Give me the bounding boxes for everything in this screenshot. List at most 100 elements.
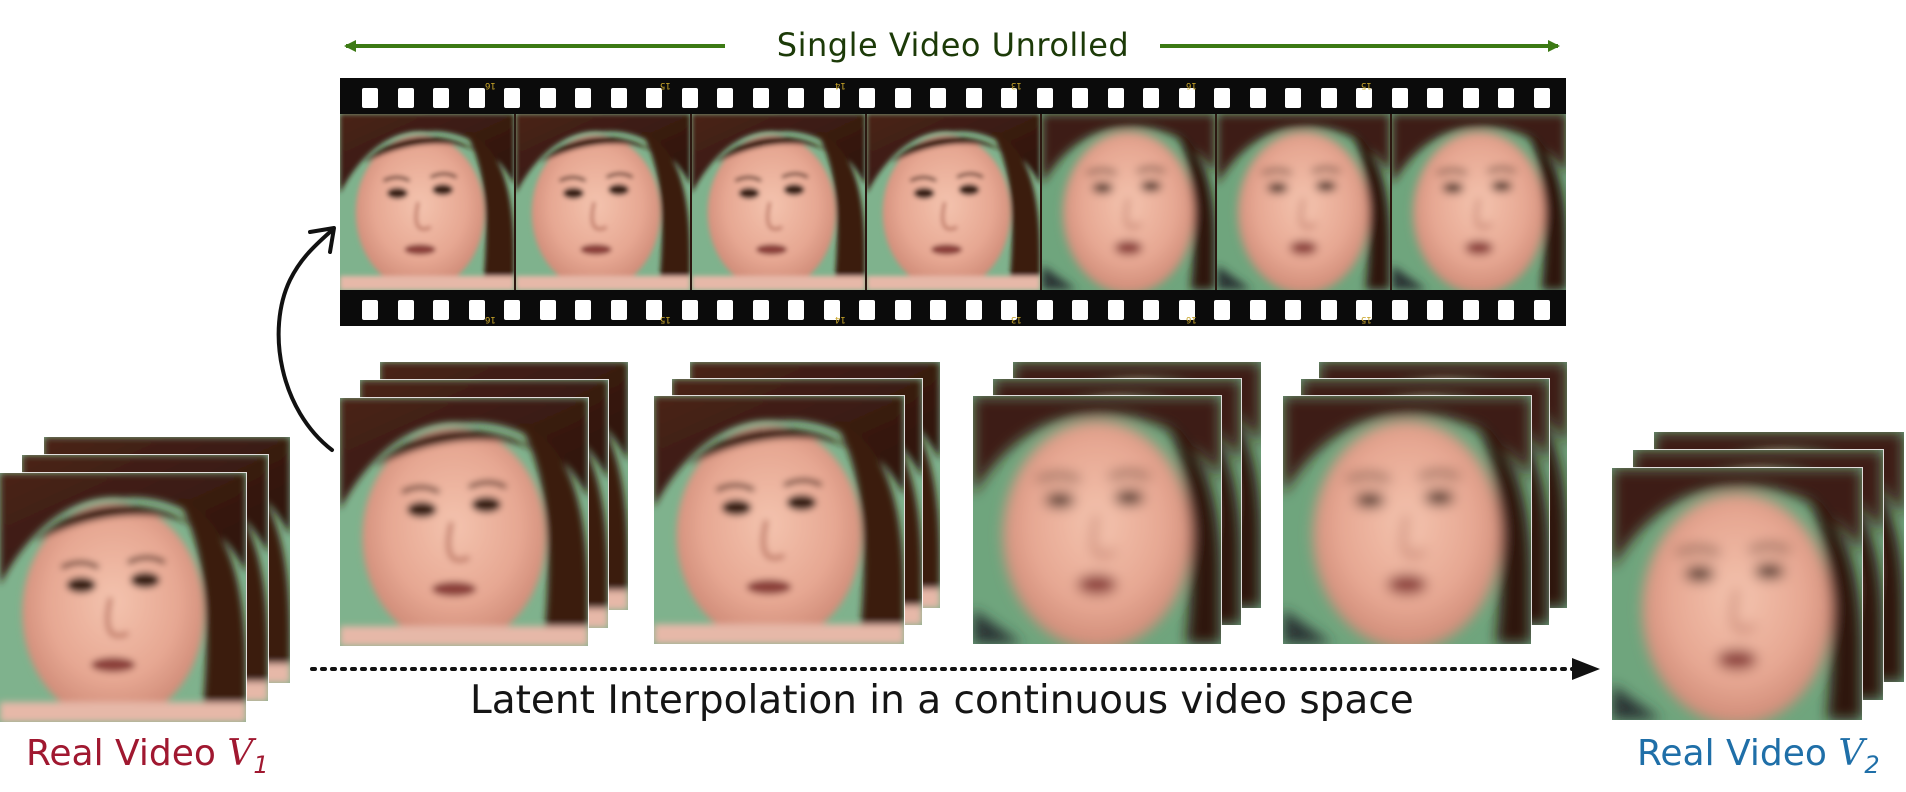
film-perforation (1143, 300, 1159, 320)
curved-arrow-icon (276, 226, 336, 452)
film-perforation (1534, 300, 1550, 320)
film-perforation (930, 300, 946, 320)
film-frame-number: 16 (1186, 80, 1197, 90)
film-perforation (1427, 300, 1443, 320)
film-perforation (1214, 88, 1230, 108)
film-perforation (362, 300, 378, 320)
target-label-text: Real Video (1637, 733, 1827, 774)
film-perforation (788, 88, 804, 108)
film-perforation (1001, 88, 1017, 108)
video-frame (654, 396, 904, 644)
interpolation-caption: Latent Interpolation in a continuous vid… (470, 678, 1414, 723)
film-perforation (788, 300, 804, 320)
film-perforation (1392, 300, 1408, 320)
interpolated-video-stack-2 (654, 362, 942, 644)
film-perforation (1108, 88, 1124, 108)
film-perforation (1534, 88, 1550, 108)
film-perforation (1179, 300, 1195, 320)
video-frame (973, 396, 1221, 644)
film-perforation (1498, 88, 1514, 108)
film-perforation (1321, 300, 1337, 320)
film-frame-number: 15 (1361, 314, 1372, 324)
film-perforation (966, 88, 982, 108)
film-frame (1042, 114, 1217, 290)
source-video-stack (0, 437, 290, 722)
film-perforation (753, 88, 769, 108)
film-frame (516, 114, 692, 290)
film-frame (867, 114, 1042, 290)
film-perforation (1285, 88, 1301, 108)
interpolated-video-stack-4 (1283, 362, 1567, 644)
film-perforation (433, 300, 449, 320)
film-perforation (1463, 300, 1479, 320)
film-perforation (1108, 300, 1124, 320)
film-perforation (859, 300, 875, 320)
film-perforation (824, 300, 840, 320)
film-perforation (1001, 300, 1017, 320)
double-headed-arrow-icon (344, 40, 1560, 52)
film-frame-number: 14 (835, 314, 846, 324)
video-frame (0, 473, 246, 722)
film-perforation (1356, 300, 1372, 320)
film-perforation (1072, 300, 1088, 320)
film-perforation (717, 88, 733, 108)
film-perforation (504, 88, 520, 108)
film-frame-number: 14 (835, 80, 846, 90)
film-frame-number: 15 (660, 314, 671, 324)
target-label-subscript: 2 (1864, 751, 1880, 780)
film-frame-number: 15 (1361, 80, 1372, 90)
target-video-label: Real Video V2 (1637, 733, 1880, 779)
video-frame (340, 398, 588, 646)
film-perforation (1285, 300, 1301, 320)
target-video-stack (1612, 432, 1906, 720)
source-video-label: Real Video V1 (26, 733, 269, 779)
film-perforation (1498, 300, 1514, 320)
film-perforation (930, 88, 946, 108)
film-perforation (540, 300, 556, 320)
film-perforation (611, 300, 627, 320)
film-frame-number: 16 (485, 80, 496, 90)
film-perforation (1179, 88, 1195, 108)
film-perforation (1143, 88, 1159, 108)
film-frame (692, 114, 867, 290)
film-frame (1217, 114, 1392, 290)
film-perforation (433, 88, 449, 108)
source-label-subscript: 1 (253, 751, 269, 780)
film-frame-number: 16 (1186, 314, 1197, 324)
diagram-title: Single Video Unrolled (776, 26, 1130, 64)
film-perforation (1250, 88, 1266, 108)
film-perforation (1392, 88, 1408, 108)
title-row: Single Video Unrolled (340, 20, 1566, 70)
film-perforation (717, 300, 733, 320)
interpolated-video-stack-1 (340, 362, 628, 646)
film-perforation (682, 300, 698, 320)
film-perforation (753, 300, 769, 320)
source-label-symbol: V (227, 733, 254, 774)
interpolated-video-stack-3 (973, 362, 1261, 644)
film-frame-number: 15 (660, 80, 671, 90)
film-perforation (540, 88, 556, 108)
film-perforation (575, 88, 591, 108)
film-perforation (1427, 88, 1443, 108)
film-perforation (1321, 88, 1337, 108)
film-perforation (1072, 88, 1088, 108)
film-perforation (398, 88, 414, 108)
film-perforation (575, 300, 591, 320)
film-perforation (1037, 88, 1053, 108)
dotted-arrow-icon (310, 658, 1600, 680)
film-perforation (398, 300, 414, 320)
film-frame (340, 114, 516, 290)
film-perforation (824, 88, 840, 108)
film-perforation (469, 88, 485, 108)
film-frame-number: 16 (485, 314, 496, 324)
film-perforation (895, 300, 911, 320)
target-label-symbol: V (1838, 733, 1865, 774)
film-perforation (1214, 300, 1230, 320)
film-perforation (1463, 88, 1479, 108)
film-perforation (362, 88, 378, 108)
video-frame (1283, 396, 1531, 644)
film-perforation (611, 88, 627, 108)
